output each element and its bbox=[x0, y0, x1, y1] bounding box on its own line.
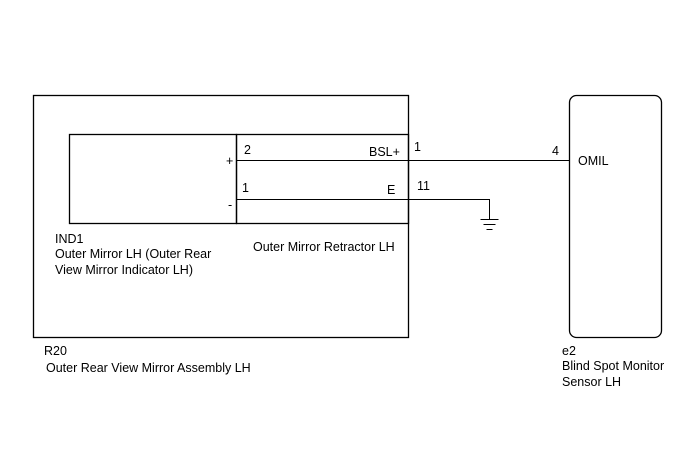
assembly-code: R20 bbox=[44, 344, 67, 358]
retractor-pin-minus: 1 bbox=[242, 181, 249, 195]
indicator-minus-sign: - bbox=[228, 198, 232, 212]
indicator-plus-sign: + bbox=[226, 154, 233, 168]
sensor-name-line2: Sensor LH bbox=[562, 375, 621, 389]
retractor-pin-plus: 2 bbox=[244, 143, 251, 157]
assembly-name: Outer Rear View Mirror Assembly LH bbox=[46, 361, 251, 375]
assembly-box bbox=[32, 94, 410, 339]
sensor-terminal-omil: OMIL bbox=[578, 154, 609, 168]
sensor-pin: 4 bbox=[552, 144, 559, 158]
sensor-name-line1: Blind Spot Monitor bbox=[562, 359, 664, 373]
indicator-name-line2: View Mirror Indicator LH) bbox=[55, 263, 193, 277]
retractor-name: Outer Mirror Retractor LH bbox=[253, 240, 395, 254]
connector-pin-e: 11 bbox=[417, 179, 430, 193]
indicator-name-line1: Outer Mirror LH (Outer Rear bbox=[55, 247, 211, 261]
sensor-code: e2 bbox=[562, 344, 576, 358]
connector-pin-bsl: 1 bbox=[414, 140, 421, 154]
indicator-box bbox=[68, 133, 238, 225]
ground-icon bbox=[480, 219, 499, 230]
indicator-code: IND1 bbox=[55, 232, 84, 246]
wire-e-ground bbox=[236, 199, 490, 220]
retractor-box bbox=[235, 133, 410, 225]
sensor-box bbox=[568, 94, 663, 339]
terminal-bsl-plus: BSL+ bbox=[369, 145, 400, 159]
terminal-e: E bbox=[387, 183, 395, 197]
